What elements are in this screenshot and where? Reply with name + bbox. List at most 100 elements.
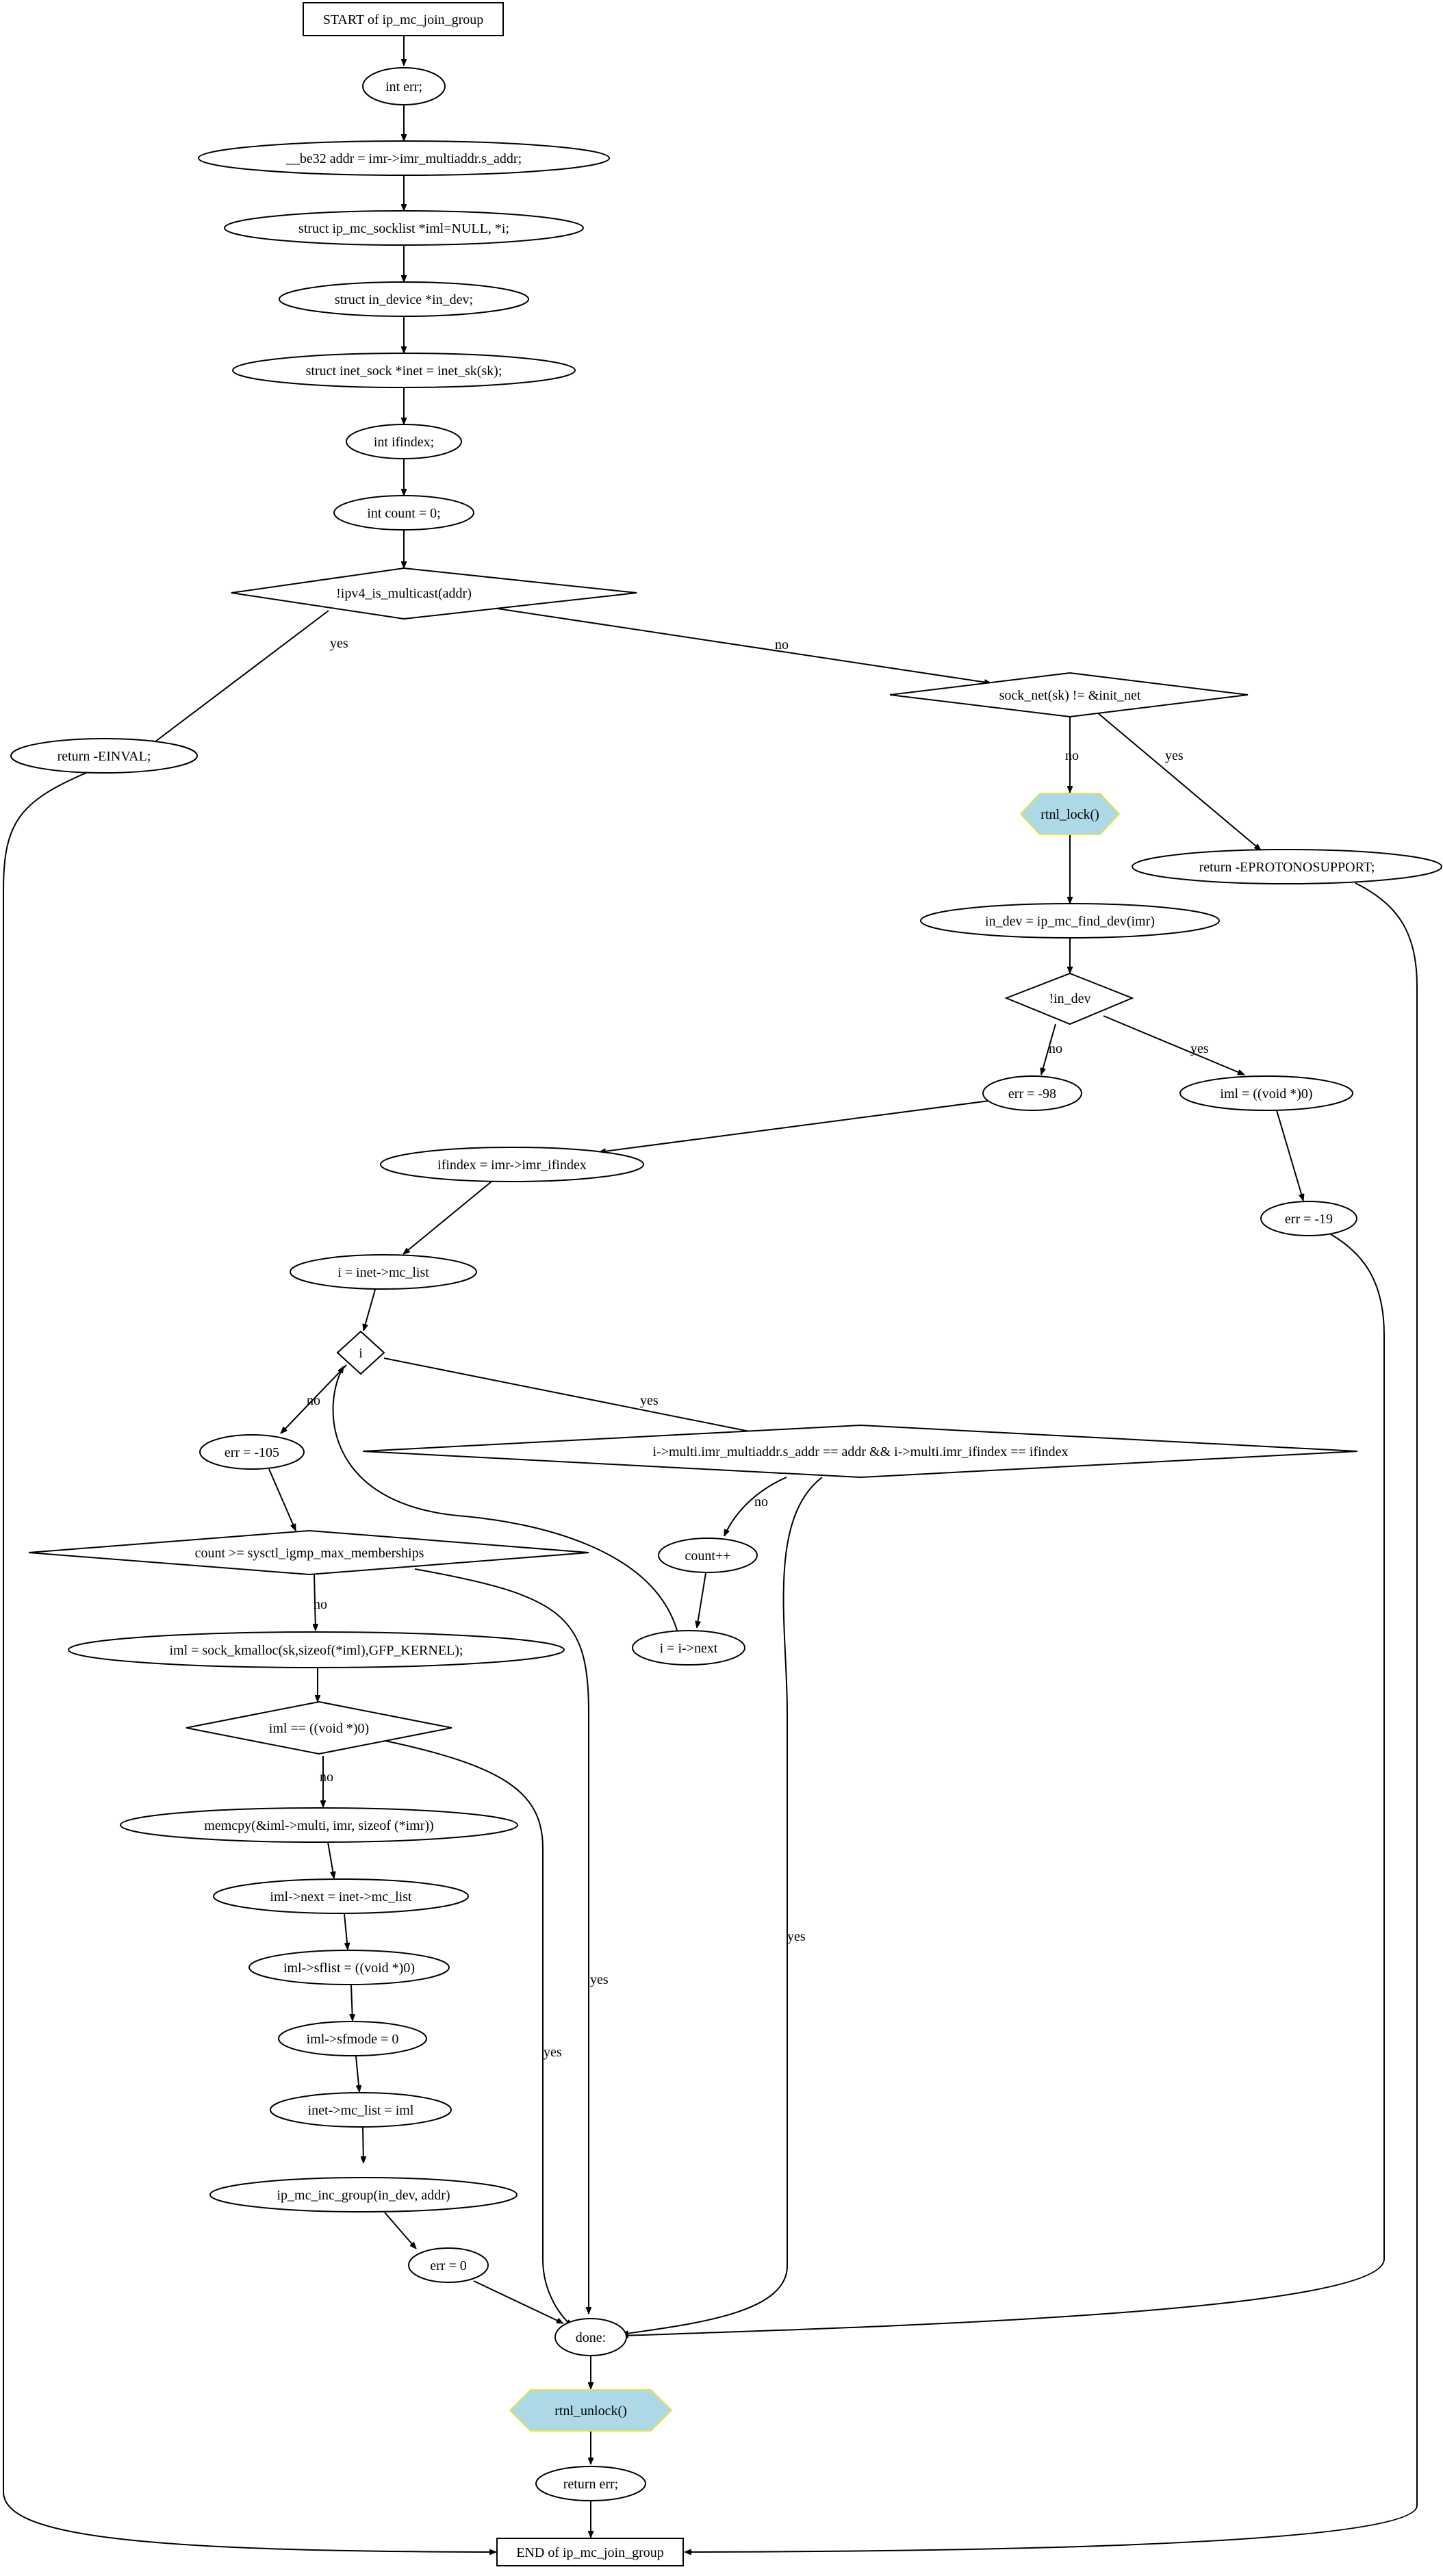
i-list-node: i = inet->mc_list — [290, 1254, 477, 1290]
nodes: START of ip_mc_join_group int err; __be3… — [10, 2, 1442, 2566]
err-decl-node: int err; — [362, 67, 446, 105]
end-node: END of ip_mc_join_group — [496, 2538, 684, 2566]
ifindex-node: ifindex = imr->imr_ifindex — [380, 1147, 644, 1182]
edge-d-iml-null-yes-to-done — [381, 1739, 572, 2326]
err98-node: err = -98 — [982, 1075, 1082, 1111]
inet-node: struct inet_sock *inet = inet_sk(sk); — [232, 353, 576, 388]
d-match-label: i->multi.imr_multiaddr.s_addr == addr &&… — [652, 1444, 1068, 1459]
sflist-label: iml->sflist = ((void *)0) — [283, 1961, 415, 1976]
edge-d-in-dev-no-to-err98 — [1041, 1023, 1056, 1075]
edge-label-multicast-no: no — [775, 637, 789, 652]
sfmode-node: iml->sfmode = 0 — [278, 2021, 427, 2056]
iml-null-node: iml = ((void *)0) — [1179, 1075, 1353, 1111]
rtnl-lock-label: rtnl_lock() — [1040, 807, 1099, 822]
edge-labels: yes no no yes no yes no yes no yes no ye… — [307, 636, 1209, 2060]
edge-eprotonosupport-to-end — [685, 882, 1418, 2552]
edge-inc-group-to-err0 — [384, 2212, 416, 2249]
edge-label-sock-net-yes: yes — [1165, 748, 1184, 763]
edge-i-list-to-d-i — [363, 1289, 376, 1331]
edge-d-multicast-yes-to-einval — [149, 610, 329, 746]
d-match-decision: i->multi.imr_multiaddr.s_addr == addr &&… — [362, 1424, 1358, 1479]
edge-memcpy-to-iml-next — [327, 1841, 334, 1878]
edge-label-iml-null-yes: yes — [544, 2045, 562, 2060]
end-node-label: END of ip_mc_join_group — [516, 2545, 664, 2560]
edge-i-next-to-d-i — [332, 1366, 678, 1633]
iml-null-label: iml = ((void *)0) — [1220, 1086, 1312, 1101]
edge-d-count-yes-to-done — [414, 1568, 589, 2314]
countpp-label: count++ — [685, 1548, 731, 1564]
start-node: START of ip_mc_join_group — [303, 2, 504, 36]
edge-err0-to-done — [473, 2280, 563, 2324]
mc-list-label: inet->mc_list = iml — [308, 2103, 414, 2118]
edge-label-i-no: no — [307, 1393, 320, 1408]
d-count-label: count >= sysctl_igmp_max_memberships — [195, 1546, 424, 1561]
find-dev-node: in_dev = ip_mc_find_dev(imr) — [920, 903, 1220, 939]
edge-einval-to-end — [3, 771, 496, 2552]
d-sock-net-label: sock_net(sk) != &init_net — [999, 688, 1141, 703]
kmalloc-label: iml = sock_kmalloc(sk,sizeof(*iml),GFP_K… — [169, 1643, 463, 1658]
iml-decl-node: struct ip_mc_socklist *iml=NULL, *i; — [224, 210, 584, 246]
edge-err105-to-d-count — [268, 1468, 296, 1531]
memcpy-label: memcpy(&iml->multi, imr, sizeof (*imr)) — [204, 1818, 433, 1833]
rtnl-unlock-node: rtnl_unlock() — [509, 2389, 673, 2432]
d-iml-null-decision: iml == ((void *)0) — [186, 1700, 452, 1755]
in-dev-decl-node: struct in_device *in_dev; — [279, 281, 529, 317]
inc-group-label: ip_mc_inc_group(in_dev, addr) — [277, 2188, 450, 2203]
edge-match-yes-to-done — [622, 1477, 823, 2334]
kmalloc-node: iml = sock_kmalloc(sk,sizeof(*iml),GFP_K… — [68, 1631, 565, 1668]
d-count-decision: count >= sysctl_igmp_max_memberships — [28, 1529, 589, 1576]
addr-node: __be32 addr = imr->imr_multiaddr.s_addr; — [198, 140, 610, 176]
sflist-node: iml->sflist = ((void *)0) — [248, 1950, 450, 1985]
edge-ifindex-to-i-list — [403, 1181, 492, 1254]
addr-label: __be32 addr = imr->imr_multiaddr.s_addr; — [285, 151, 522, 166]
return-err-node: return err; — [535, 2466, 646, 2501]
ifindex-decl-node: int ifindex; — [346, 424, 462, 459]
d-multicast-label: !ipv4_is_multicast(addr) — [336, 586, 472, 601]
edge-label-multicast-yes: yes — [330, 636, 348, 651]
edge-d-i-yes-to-match — [383, 1357, 763, 1434]
einval-label: return -EINVAL; — [58, 749, 151, 764]
rtnl-unlock-label: rtnl_unlock() — [554, 2403, 627, 2419]
edge-label-match-yes: yes — [787, 1929, 806, 1944]
return-err-label: return err; — [563, 2477, 619, 2492]
edge-label-match-no: no — [754, 1494, 768, 1509]
count-node: int count = 0; — [333, 495, 474, 531]
edge-label-in-dev-yes: yes — [1190, 1041, 1209, 1056]
einval-node: return -EINVAL; — [10, 738, 198, 774]
edge-label-i-yes: yes — [640, 1393, 659, 1408]
err98-label: err = -98 — [1008, 1086, 1056, 1101]
err0-node: err = 0 — [408, 2247, 489, 2283]
eprotonosupport-node: return -EPROTONOSUPPORT; — [1132, 849, 1442, 884]
d-iml-null-label: iml == ((void *)0) — [269, 1721, 369, 1736]
ifindex-label: ifindex = imr->imr_ifindex — [437, 1158, 587, 1173]
err19-label: err = -19 — [1285, 1212, 1333, 1227]
edge-d-in-dev-yes-to-iml-null — [1103, 1015, 1244, 1075]
edge-iml-null-to-err19 — [1276, 1110, 1303, 1201]
mc-list-node: inet->mc_list = iml — [270, 2092, 452, 2128]
iml-next-node: iml->next = inet->mc_list — [213, 1878, 469, 1914]
edges — [3, 36, 1418, 2552]
edge-label-count-yes: yes — [590, 1972, 609, 1987]
inet-label: struct inet_sock *inet = inet_sk(sk); — [306, 364, 502, 379]
eprotonosupport-label: return -EPROTONOSUPPORT; — [1199, 860, 1375, 875]
edge-iml-next-to-sflist — [344, 1913, 348, 1950]
ifindex-decl-label: int ifindex; — [374, 435, 434, 450]
d-in-dev-label: !in_dev — [1049, 991, 1090, 1006]
edge-label-count-no: no — [314, 1597, 327, 1612]
edge-d-count-no-to-kmalloc — [314, 1574, 316, 1631]
edge-err98-to-ifindex — [599, 1100, 990, 1152]
edge-label-sock-net-no: no — [1065, 748, 1079, 763]
edge-label-in-dev-no: no — [1049, 1041, 1062, 1056]
rtnl-lock-node: rtnl_lock() — [1019, 793, 1121, 835]
inc-group-node: ip_mc_inc_group(in_dev, addr) — [209, 2177, 518, 2212]
d-i-label: i — [359, 1346, 363, 1361]
err105-node: err = -105 — [199, 1434, 305, 1470]
done-label: done: — [576, 2330, 606, 2345]
edge-label-iml-null-no: no — [320, 1770, 333, 1785]
find-dev-label: in_dev = ip_mc_find_dev(imr) — [985, 914, 1155, 929]
d-in-dev-decision: !in_dev — [1004, 972, 1134, 1025]
err0-label: err = 0 — [430, 2258, 466, 2273]
d-i-decision: i — [336, 1330, 385, 1375]
countpp-node: count++ — [658, 1538, 758, 1573]
